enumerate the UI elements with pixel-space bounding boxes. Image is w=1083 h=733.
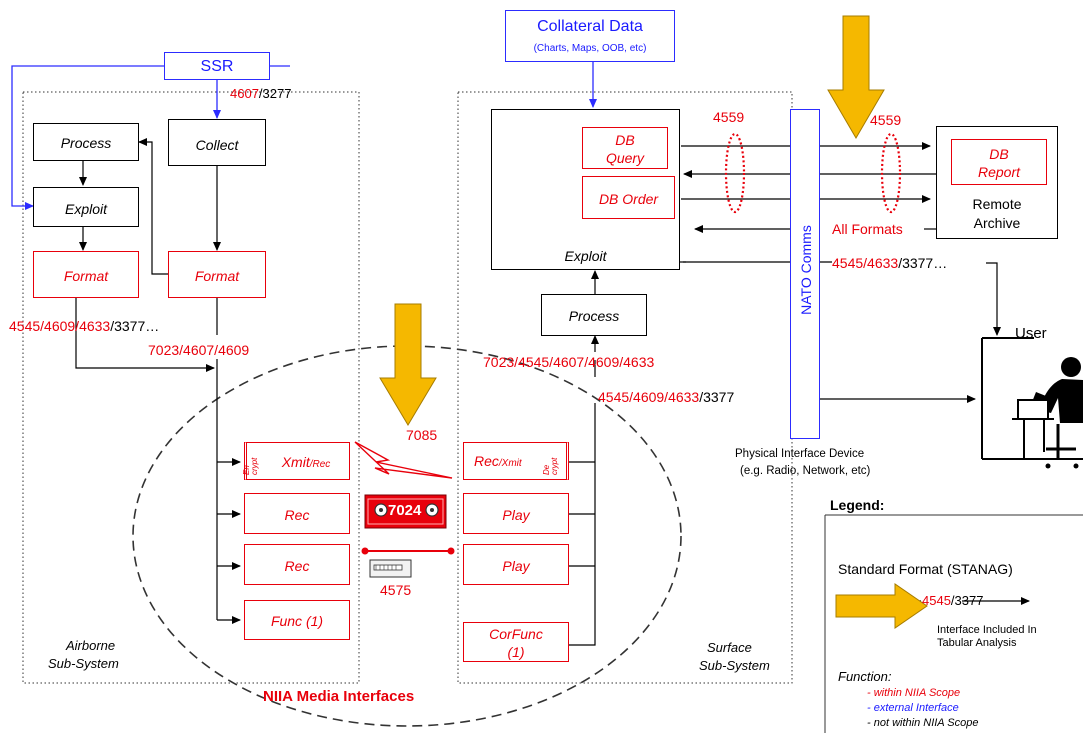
corfunc-line1: CorFunc (464, 626, 568, 642)
play-label-1: Play (464, 507, 568, 523)
func-label: Func (1) (245, 613, 349, 629)
rec-box-1: Rec (244, 493, 350, 534)
db-report-line2: Report (952, 164, 1046, 180)
ssr-source-box: SSR (164, 52, 270, 80)
user-workstation-icon (982, 338, 1083, 469)
db-report-box: DB Report (951, 139, 1047, 185)
surface-label-line1: Surface (707, 641, 752, 654)
encrypt-label: En crypt (243, 451, 259, 475)
airborne-media-standard: 7023/4607/4609 (148, 343, 249, 357)
lightning-link (355, 442, 452, 478)
collect-label: Collect (169, 137, 265, 153)
tape-7024-label: 7024 (388, 503, 421, 518)
link-standard-7085: 7085 (406, 428, 437, 442)
collateral-title: Collateral Data (506, 18, 674, 36)
corfunc-line2: (1) (464, 644, 568, 660)
rec-xmit-label: Rec/Xmit (474, 454, 522, 469)
legend-interface-line2: Tabular Analysis (937, 638, 1017, 649)
format-label-left: Format (34, 268, 138, 284)
format-box-right: Format (168, 251, 266, 298)
db-query-box: DB Query (582, 127, 668, 169)
exploit-label-surface: Exploit (492, 248, 679, 264)
rec-xmit-box: Rec/Xmit De crypt (463, 442, 569, 480)
archive-user-standard: 4545/4633/3377… (832, 256, 947, 270)
xmit-rec-label: Xmit/Rec (263, 454, 349, 470)
play-box-2: Play (463, 544, 569, 585)
legend-standard-format: Standard Format (STANAG) (838, 562, 1013, 576)
db-order-label: DB Order (583, 191, 674, 207)
collect-box: Collect (168, 119, 266, 166)
legend-interface-line1: Interface Included In (937, 625, 1037, 636)
user-label: User (1015, 326, 1047, 341)
surface-user-standard: 4545/4609/4633/3377 (598, 390, 734, 404)
decrypt-label: De crypt (543, 451, 559, 475)
process-box-airborne: Process (33, 123, 139, 161)
airborne-label-line1: Airborne (66, 639, 115, 652)
exploit-box-airborne: Exploit (33, 187, 139, 227)
db-report-line1: DB (952, 146, 1046, 162)
db-standard-4559-left: 4559 (713, 110, 744, 124)
corfunc-box: CorFunc (1) (463, 622, 569, 662)
legend-title: Legend: (830, 498, 884, 512)
media-interfaces-title: NIIA Media Interfaces (263, 689, 414, 704)
airborne-label-line2: Sub-System (48, 657, 119, 670)
legend-standard-sample: 4545/3377 (922, 594, 983, 607)
device-4575-icon (362, 548, 455, 578)
exploit-label-airborne: Exploit (34, 201, 138, 217)
db-order-box: DB Order (582, 176, 675, 219)
rec-box-2: Rec (244, 544, 350, 585)
surface-process-standard: 7023/4545/4607/4609/4633 (483, 355, 654, 369)
process-box-surface: Process (541, 294, 647, 336)
all-formats-label: All Formats (832, 222, 903, 236)
rec-label-1: Rec (245, 507, 349, 523)
physical-device-line2: (e.g. Radio, Network, etc) (740, 466, 870, 478)
legend-external-interface: - external Interface (867, 703, 959, 714)
collateral-data-box: Collateral Data (Charts, Maps, OOB, etc) (505, 10, 675, 62)
db-standard-4559-right: 4559 (870, 113, 901, 127)
func-box: Func (1) (244, 600, 350, 640)
xmit-rec-box: En crypt Xmit/Rec (244, 442, 350, 480)
format-box-left: Format (33, 251, 139, 298)
physical-device-line1: Physical Interface Device (735, 449, 864, 461)
legend-interface-arrow (836, 584, 927, 628)
airborne-output-standard: 4545/4609/4633/3377… (9, 319, 159, 333)
airborne-input-standard: 4607/3277 (230, 87, 291, 100)
remote-archive-line2: Archive (937, 215, 1057, 231)
nato-comms-label: NATO Comms (799, 222, 813, 318)
process-label-airborne: Process (34, 135, 138, 151)
airborne-subsystem-frame (23, 92, 359, 683)
play-label-2: Play (464, 558, 568, 574)
process-label-surface: Process (542, 308, 646, 324)
format-label-right: Format (169, 268, 265, 284)
rec-label-2: Rec (245, 558, 349, 574)
collateral-subtitle: (Charts, Maps, OOB, etc) (506, 43, 674, 54)
legend-within-scope: - within NIIA Scope (867, 688, 960, 699)
ssr-label: SSR (165, 58, 269, 76)
legend-function-title: Function: (838, 670, 891, 683)
device-4575-label: 4575 (380, 583, 411, 597)
play-box-1: Play (463, 493, 569, 534)
surface-label-line2: Sub-System (699, 659, 770, 672)
interface-arrow-media (380, 304, 436, 425)
nato-comms-bar: NATO Comms (790, 109, 820, 439)
db-query-line2: Query (583, 150, 667, 166)
remote-archive-line1: Remote (937, 196, 1057, 212)
db-query-line1: DB (583, 132, 667, 148)
legend-not-within-scope: - not within NIIA Scope (867, 718, 978, 729)
